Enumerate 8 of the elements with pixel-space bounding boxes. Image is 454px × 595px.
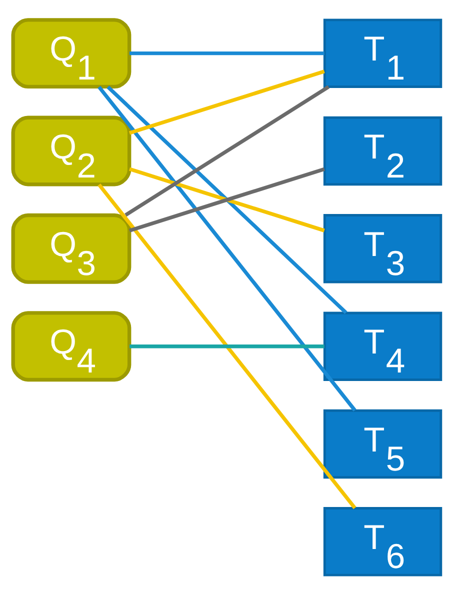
connector — [130, 51, 324, 56]
connector — [106, 86, 348, 314]
connector — [128, 167, 325, 232]
connector — [130, 344, 324, 348]
connector — [98, 86, 356, 412]
connector — [124, 85, 330, 217]
connector — [128, 70, 325, 135]
connector — [98, 184, 356, 510]
